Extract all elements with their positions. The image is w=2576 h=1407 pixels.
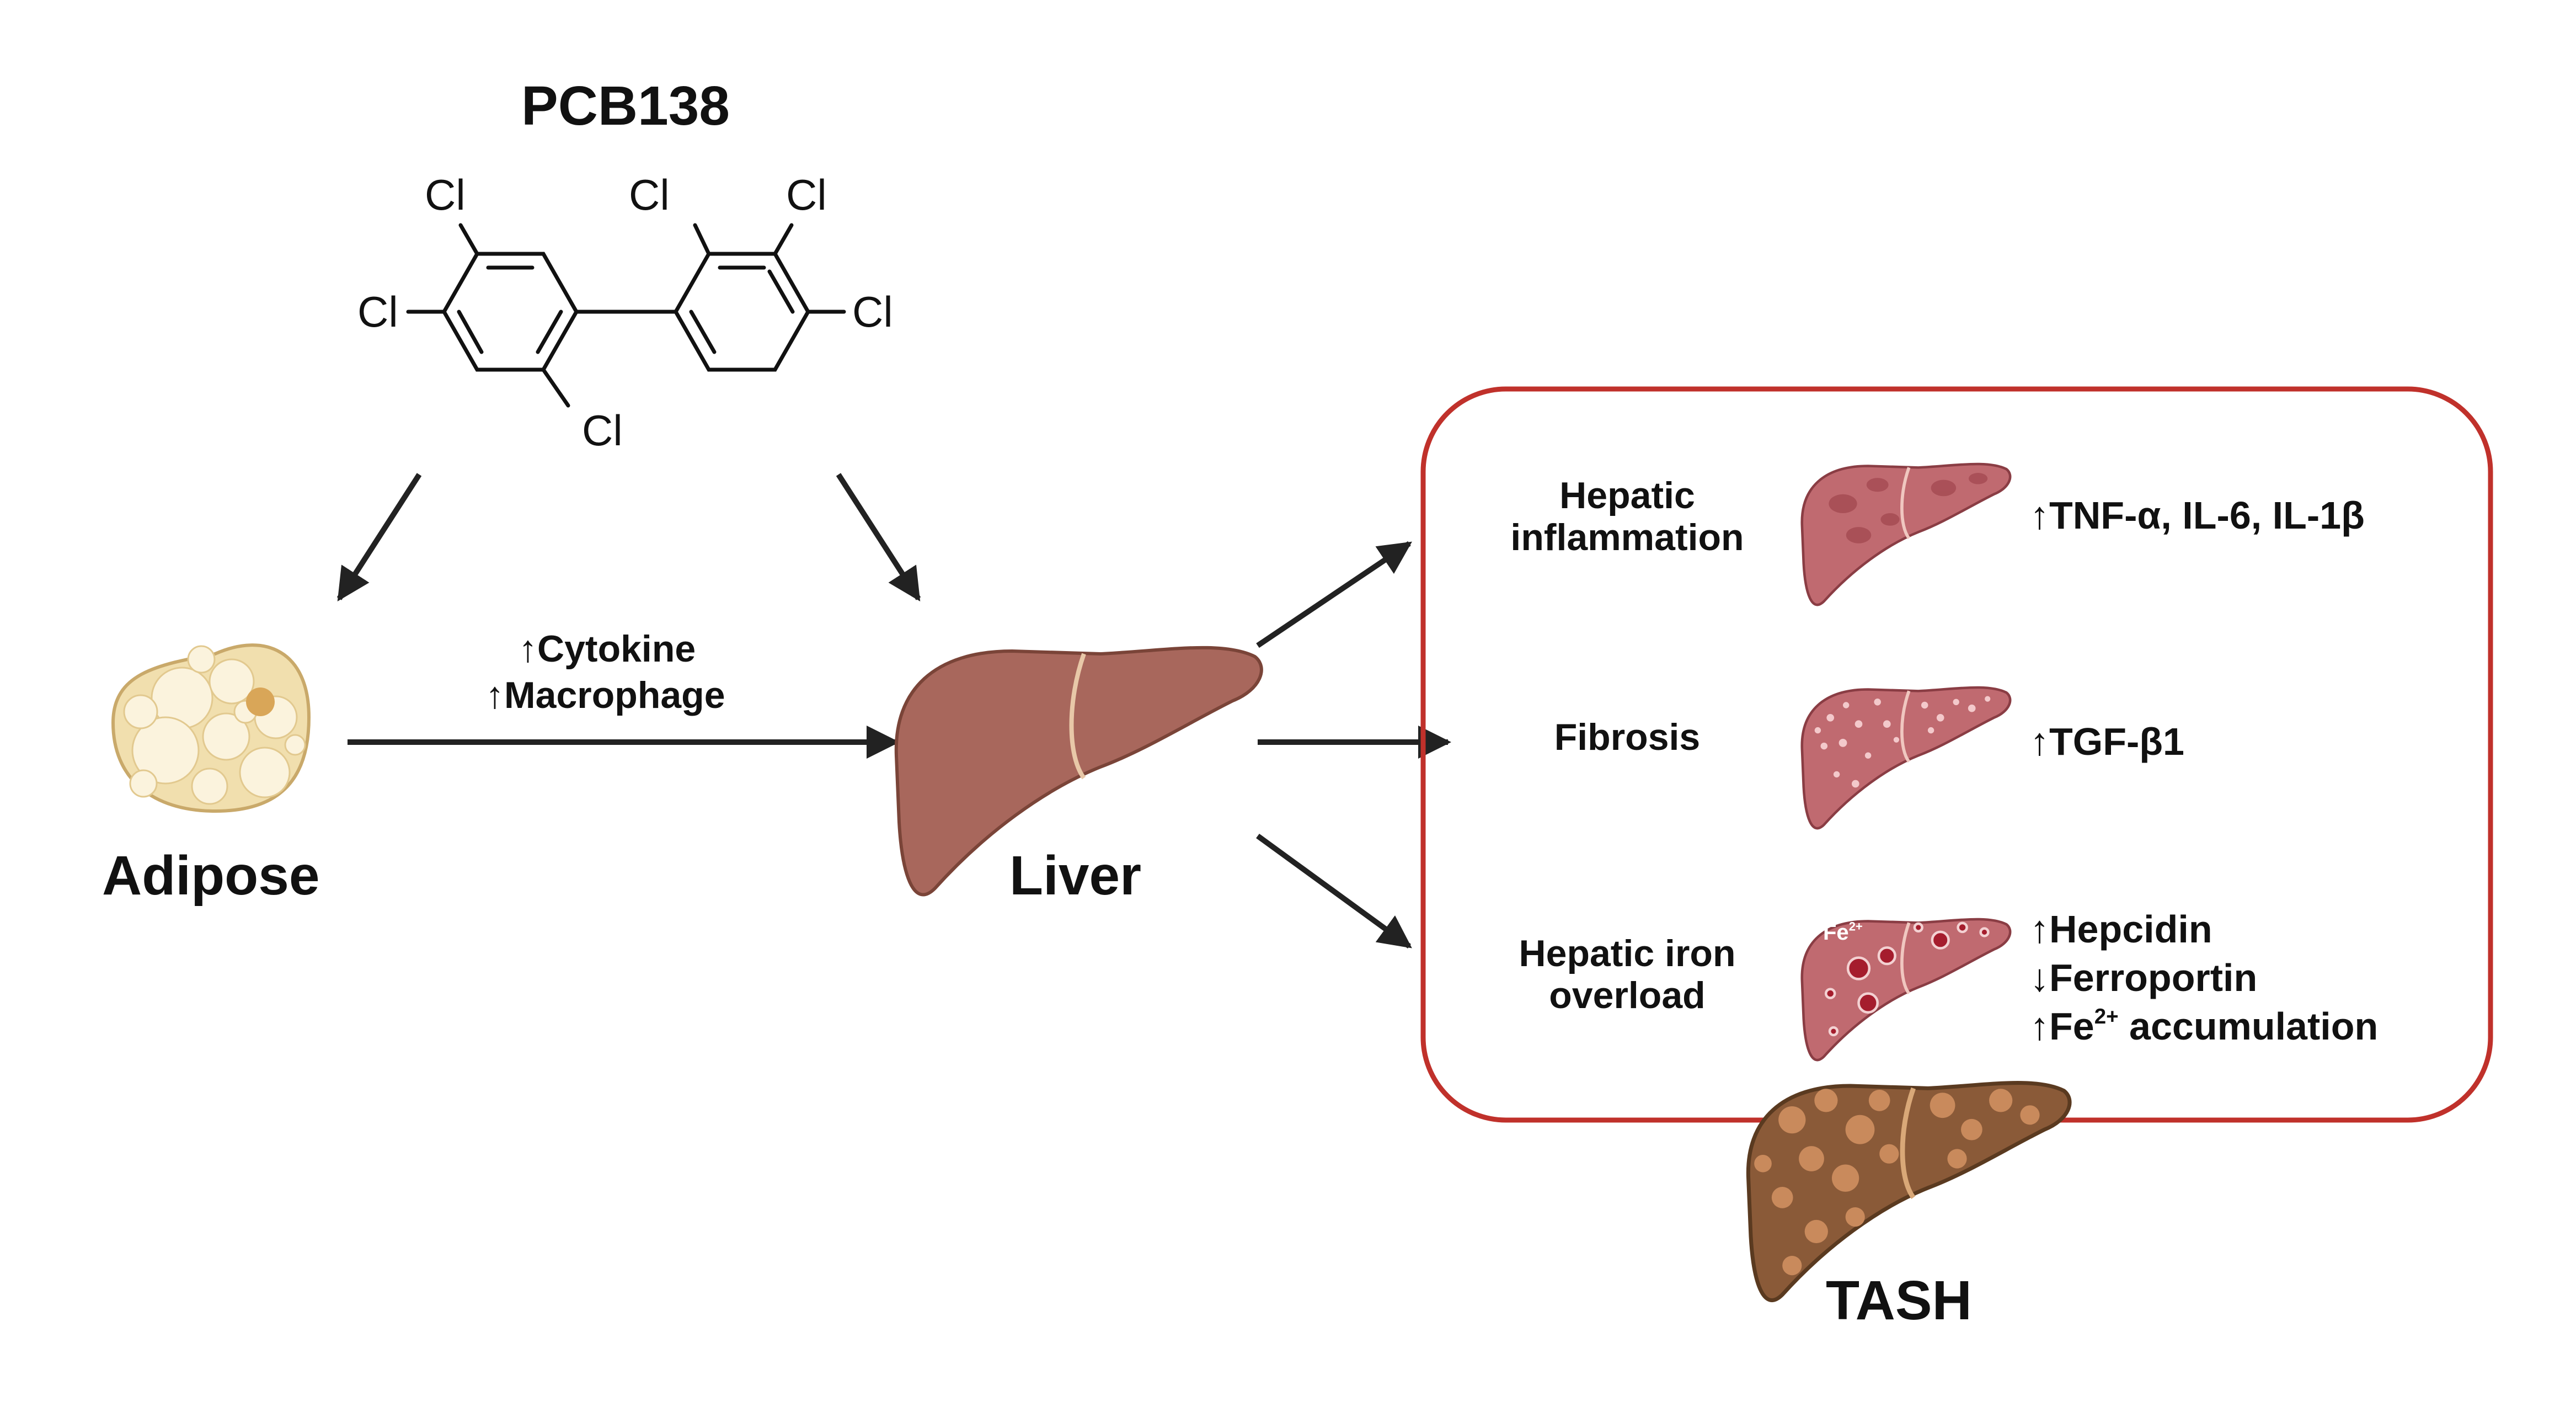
arrow-pcb-to-adipose (336, 473, 422, 602)
iron-liver-icon (1802, 919, 2010, 1060)
marker-item: ↑TGF-β1 (2030, 720, 2184, 763)
outcome-name: Hepatic inflammation (1510, 475, 1744, 558)
atom-label: Cl (629, 170, 670, 219)
adipose-label: Adipose (102, 845, 320, 907)
tash-label: TASH (1826, 1270, 1972, 1331)
liver-label: Liver (1009, 845, 1142, 907)
outcome-name: Hepatic iron overload (1519, 932, 1736, 1016)
iron-badge: Fe2+ (1823, 919, 1863, 945)
compound-title: PCB138 (521, 75, 730, 137)
atom-label: Cl (357, 287, 398, 336)
atom-label: Cl (852, 287, 893, 336)
tash-liver-icon (1748, 1083, 2070, 1301)
pcb138-structure (406, 223, 846, 408)
atom-label: Cl (786, 170, 827, 219)
arrows (336, 473, 1451, 949)
arrow-pcb-to-liver (836, 473, 921, 602)
liver-icon (896, 648, 1262, 895)
atom-label: Cl (425, 170, 466, 219)
adipose-cell-icon (111, 643, 311, 813)
marker-item: ↑TNF-α, IL-6, IL-1β (2030, 494, 2365, 537)
marker-item: ↓Ferroportin (2030, 956, 2258, 999)
fibrotic-liver-icon (1802, 687, 2010, 828)
marker-list: ↑Hepcidin ↓Ferroportin ↑Fe2+ accumulatio… (2030, 905, 2378, 1051)
arrow-label-macrophage: ↑Macrophage (485, 674, 725, 716)
arrow-liver-to-inflammation (1256, 541, 1412, 648)
marker-list: ↑TGF-β1 (2030, 717, 2184, 766)
inflamed-liver-icon (1802, 464, 2010, 605)
atom-label: Cl (582, 406, 623, 455)
marker-list: ↑TNF-α, IL-6, IL-1β (2030, 491, 2365, 540)
marker-item: ↑Fe2+ accumulation (2030, 1005, 2379, 1048)
marker-item: ↑Hepcidin (2030, 908, 2212, 951)
arrow-label-cytokine: ↑Cytokine (519, 628, 696, 670)
arrow-liver-to-iron (1256, 833, 1412, 949)
outcome-name: Fibrosis (1554, 716, 1701, 758)
